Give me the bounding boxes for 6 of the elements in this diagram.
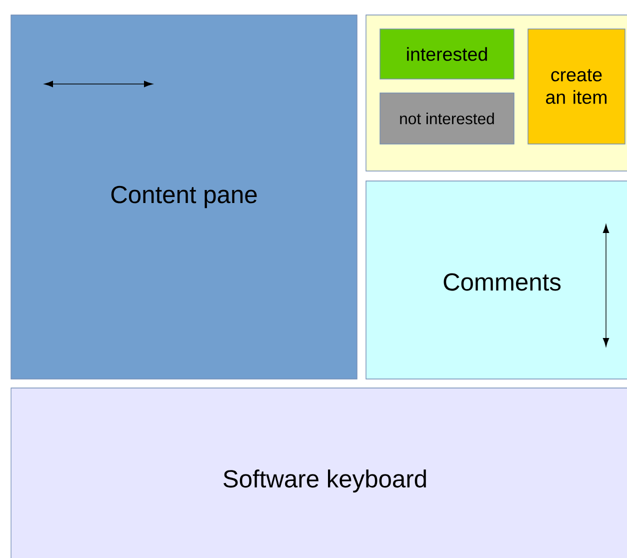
not-interested-button: not interested <box>380 92 514 144</box>
create-item-button: create an item <box>528 28 626 144</box>
interested-button: interested <box>380 28 514 80</box>
keyboard-area: Software keyboard <box>10 388 627 558</box>
content-pane: Content pane <box>10 14 358 380</box>
comments-pane: Comments <box>366 180 627 380</box>
